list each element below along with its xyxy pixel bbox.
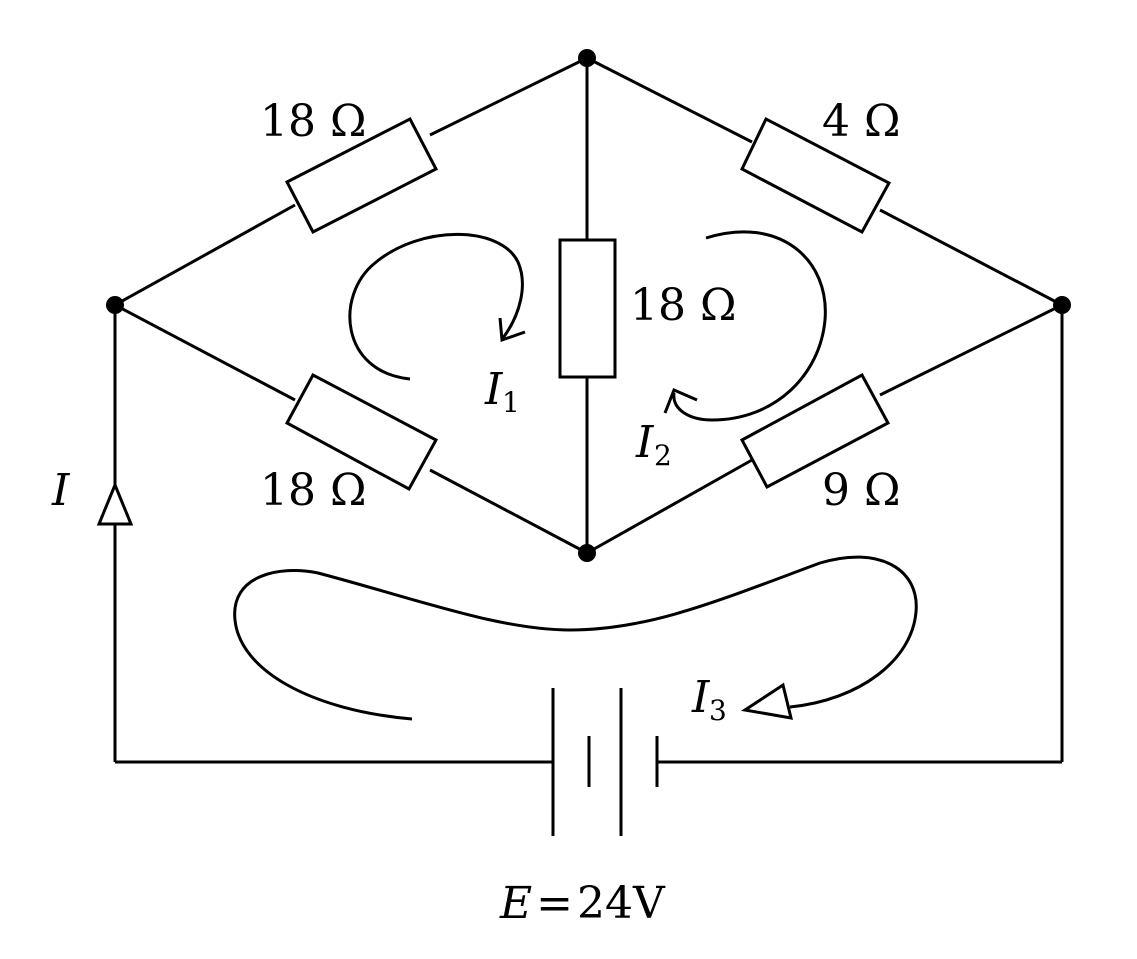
loop-3-path [233, 555, 918, 721]
label-current-2-subscript: 2 [654, 439, 672, 472]
loop-current-3 [233, 555, 918, 721]
battery [551, 688, 659, 836]
wire-bottom-right-a [586, 458, 753, 555]
labels: 18 Ω 4 Ω 18 Ω 18 Ω 9 Ω I I 1 I 2 I 3 E =… [51, 96, 900, 929]
current-1-symbol: I [484, 364, 504, 415]
wire-bottom-right-b [879, 303, 1063, 397]
hollow-arrow-left-icon [741, 682, 793, 720]
current-3-symbol: I [691, 672, 711, 723]
label-r-bottom-right: 9 Ω [822, 465, 900, 516]
label-current-2: I [635, 417, 655, 468]
label-r-top-right: 4 Ω [822, 96, 900, 147]
label-current-1: I [484, 364, 504, 415]
loop-current-2 [663, 230, 827, 422]
node-bottom [578, 544, 596, 562]
label-current-3-subscript: 3 [709, 694, 727, 727]
label-current-total: I [51, 465, 71, 516]
current-arrow-total [96, 481, 134, 526]
wire-top-right-b [879, 208, 1063, 307]
wire-top-right-a [586, 56, 753, 144]
current-2-symbol: I [635, 417, 655, 468]
loop-1-path [348, 232, 524, 381]
label-r-top-left: 18 Ω [260, 96, 366, 147]
resistor-top-right [740, 116, 892, 235]
wire-left-bottom-b [429, 468, 588, 555]
resistor-bottom-left [284, 372, 439, 492]
label-current-1-subscript: 1 [502, 386, 520, 419]
resistor-bottom-right [739, 372, 891, 490]
node-right [1053, 296, 1071, 314]
node-left [106, 296, 124, 314]
label-current-3: I [691, 672, 711, 723]
wire-left-bottom-a [114, 303, 296, 402]
loop-2-arrow-icon [663, 388, 698, 414]
hollow-arrow-up-icon [96, 481, 134, 526]
loop-2-path [672, 230, 827, 422]
source-symbol: E [499, 878, 532, 929]
resistors [284, 116, 892, 492]
wires [113, 56, 1064, 764]
wire-left-top-b [429, 56, 588, 137]
wire-left-top-a [114, 203, 296, 307]
label-r-middle: 18 Ω [630, 280, 736, 331]
loop-current-1 [348, 232, 526, 381]
node-top [578, 49, 596, 67]
resistor-top-left [284, 116, 439, 235]
label-r-bottom-left: 18 Ω [260, 465, 366, 516]
loop-1-arrow-icon [498, 317, 526, 343]
source-value: 24V [577, 878, 666, 929]
nodes [106, 49, 1071, 562]
label-source: E = 24V [499, 878, 666, 929]
current-total-symbol: I [51, 465, 71, 516]
resistor-middle [558, 238, 617, 379]
source-equals: = [536, 878, 573, 929]
